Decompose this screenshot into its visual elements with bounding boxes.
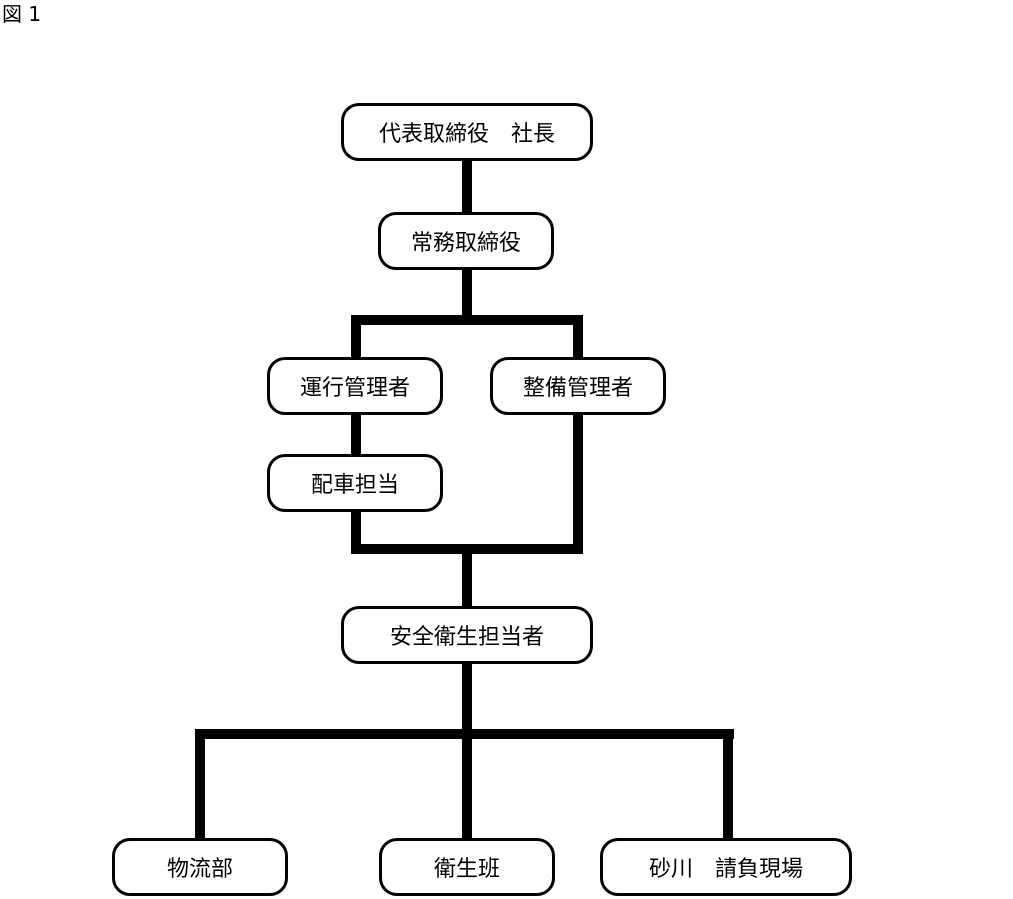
node-operations-manager: 運行管理者 — [267, 357, 443, 415]
node-president-label: 代表取締役 社長 — [378, 122, 555, 147]
node-president: 代表取締役 社長 — [341, 103, 593, 161]
node-dispatch-label: 配車担当 — [310, 473, 399, 498]
node-managing-director-label: 常務取締役 — [410, 231, 521, 256]
node-maintenance-manager-label: 整備管理者 — [522, 376, 633, 401]
edge-managing-director-split — [351, 270, 472, 358]
node-maintenance-manager: 整備管理者 — [490, 357, 666, 415]
edge-managing-director-maintenance — [467, 315, 583, 358]
node-hygiene-label: 衛生班 — [433, 857, 500, 882]
node-logistics-label: 物流部 — [166, 857, 233, 882]
figure-label: 図 1 — [2, 2, 42, 26]
node-safety-health: 安全衛生担当者 — [341, 606, 593, 664]
node-safety-health-label: 安全衛生担当者 — [389, 625, 544, 650]
node-managing-director: 常務取締役 — [378, 212, 554, 270]
node-sunagawa-site-label: 砂川 請負現場 — [648, 857, 803, 882]
node-dispatch: 配車担当 — [267, 454, 443, 512]
node-operations-manager-label: 運行管理者 — [299, 376, 410, 401]
node-logistics: 物流部 — [112, 838, 288, 896]
node-sunagawa-site: 砂川 請負現場 — [600, 838, 852, 896]
node-hygiene: 衛生班 — [379, 838, 555, 896]
